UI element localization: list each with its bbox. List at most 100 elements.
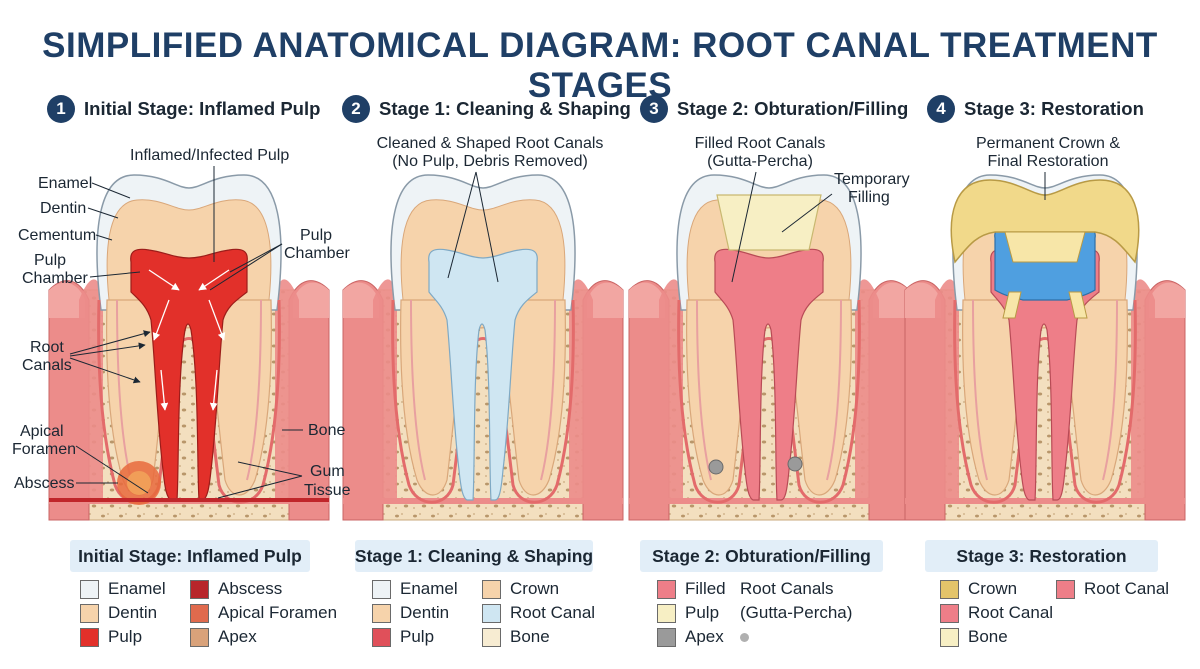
legend-swatch bbox=[940, 579, 959, 599]
legend-item bbox=[740, 626, 749, 648]
legend-label: (Gutta-Percha) bbox=[740, 603, 853, 622]
legend-swatch bbox=[190, 603, 209, 623]
legend-swatch bbox=[190, 579, 209, 599]
stage-title: Stage 1: Cleaning & Shaping bbox=[379, 98, 631, 119]
legend-swatch bbox=[80, 603, 99, 623]
temporary-filling bbox=[716, 194, 822, 251]
legend-item: Pulp bbox=[372, 626, 434, 648]
legend-item: Apex bbox=[190, 626, 257, 648]
legend-label: Root Canal bbox=[1084, 579, 1170, 598]
legend-swatch bbox=[657, 603, 676, 623]
gray-dot-icon bbox=[740, 632, 749, 642]
legend-label: Enamel bbox=[108, 579, 166, 598]
legend-item: Enamel bbox=[80, 578, 166, 600]
legend-swatch bbox=[80, 579, 99, 599]
label-root-canals-1: Root bbox=[30, 339, 64, 356]
label-abscess: Abscess bbox=[14, 475, 74, 492]
stage-number-badge: 1 bbox=[47, 95, 75, 123]
legend-label: Root Canal bbox=[510, 603, 596, 622]
label-crown-2: Final Restoration bbox=[988, 153, 1109, 170]
legend-swatch bbox=[190, 627, 209, 647]
label-cleaned-1: Cleaned & Shaped Root Canals bbox=[377, 135, 604, 152]
tooth-inflamed bbox=[47, 173, 331, 522]
legend-label: Pulp bbox=[108, 627, 143, 646]
legend-item: Pulp bbox=[80, 626, 142, 648]
legend-label: Bone bbox=[968, 627, 1008, 646]
legend-label: Pulp bbox=[685, 603, 720, 622]
legend-swatch bbox=[657, 627, 676, 647]
label-inflamed-pulp: Inflamed/Infected Pulp bbox=[130, 147, 289, 164]
legend-swatch bbox=[482, 627, 501, 647]
legend-item: Apical Foramen bbox=[190, 602, 337, 624]
legend-label: Dentin bbox=[108, 603, 158, 622]
stage-2-heading: 2 Stage 1: Cleaning & Shaping bbox=[342, 94, 631, 124]
label-gum-tissue-2: Tissue bbox=[304, 482, 351, 499]
stage-4-labels: Permanent Crown & Final Restoration bbox=[976, 135, 1120, 200]
legend-swatch bbox=[940, 627, 959, 647]
stage-title: Initial Stage: Inflamed Pulp bbox=[84, 98, 321, 119]
legend-label: Filled bbox=[685, 579, 726, 598]
legend-item: Root Canal bbox=[1056, 578, 1169, 600]
label-gum-tissue-1: Gum bbox=[310, 463, 345, 480]
legend-swatch bbox=[482, 579, 501, 599]
tooth-diagram: Inflamed/Infected Pulp Enamel Dentin Cem… bbox=[12, 135, 1187, 522]
legend-label: Apical Foramen bbox=[218, 603, 338, 622]
legend-swatch bbox=[372, 579, 391, 599]
stage-3-labels: Filled Root Canals (Gutta-Percha) Tempor… bbox=[695, 135, 910, 283]
stage-number-badge: 4 bbox=[927, 95, 955, 123]
label-crown-1: Permanent Crown & bbox=[976, 135, 1120, 152]
legend-item: Apex bbox=[657, 626, 724, 648]
permanent-crown bbox=[950, 179, 1140, 264]
label-pulp-chamber-right-1: Pulp bbox=[300, 227, 332, 244]
label-dentin: Dentin bbox=[40, 200, 86, 217]
legend-item: Root Canal bbox=[482, 602, 595, 624]
stage-caption: Stage 2: Obturation/Filling bbox=[640, 540, 883, 572]
legend-label: Dentin bbox=[400, 603, 450, 622]
stage-2-labels: Cleaned & Shaped Root Canals (No Pulp, D… bbox=[377, 135, 604, 283]
legend-item: Root Canals bbox=[740, 578, 834, 600]
stage-number-badge: 2 bbox=[342, 95, 370, 123]
label-cementum: Cementum bbox=[18, 227, 96, 244]
stage-caption: Stage 1: Cleaning & Shaping bbox=[355, 540, 593, 572]
legend-swatch bbox=[657, 579, 676, 599]
legend-label: Crown bbox=[510, 579, 560, 598]
label-pulp-chamber-left-2: Chamber bbox=[22, 270, 88, 287]
legend-item: Pulp bbox=[657, 602, 719, 624]
legend-item: Enamel bbox=[372, 578, 458, 600]
legend-label: Crown bbox=[968, 579, 1018, 598]
stage-number-badge: 3 bbox=[640, 95, 668, 123]
label-root-canals-2: Canals bbox=[22, 357, 72, 374]
label-bone: Bone bbox=[308, 422, 345, 439]
legend-swatch bbox=[1056, 579, 1075, 599]
label-filled-2: (Gutta-Percha) bbox=[707, 153, 813, 170]
label-apical-foramen-2: Foramen bbox=[12, 441, 76, 458]
legend-swatch bbox=[940, 603, 959, 623]
legend-item: Filled bbox=[657, 578, 726, 600]
label-temporary-2: Filling bbox=[848, 189, 890, 206]
legend-item: Dentin bbox=[372, 602, 449, 624]
page-title: SIMPLIFIED ANATOMICAL DIAGRAM: ROOT CANA… bbox=[42, 26, 1158, 105]
label-filled-1: Filled Root Canals bbox=[695, 135, 826, 152]
legend-item: Bone bbox=[940, 626, 1008, 648]
stage-caption: Initial Stage: Inflamed Pulp bbox=[70, 540, 310, 572]
legend-item: Dentin bbox=[80, 602, 157, 624]
label-pulp-chamber-right-2: Chamber bbox=[284, 245, 350, 262]
legend-label: Apex bbox=[218, 627, 257, 646]
legend-swatch bbox=[372, 627, 391, 647]
legend-item: Crown bbox=[482, 578, 559, 600]
stage-title: Stage 2: Obturation/Filling bbox=[677, 98, 909, 119]
legend-item: (Gutta-Percha) bbox=[740, 602, 852, 624]
legend-item: Abscess bbox=[190, 578, 282, 600]
stage-1-labels: Inflamed/Infected Pulp Enamel Dentin Cem… bbox=[12, 147, 351, 499]
legend-label: Pulp bbox=[400, 627, 435, 646]
legend-label: Root Canals bbox=[740, 579, 834, 598]
stage-3-heading: 3 Stage 2: Obturation/Filling bbox=[640, 94, 908, 124]
stage-title: Stage 3: Restoration bbox=[964, 98, 1144, 119]
tooth-filled bbox=[627, 173, 911, 522]
label-enamel: Enamel bbox=[38, 175, 92, 192]
legend-item: Crown bbox=[940, 578, 1017, 600]
legend-label: Bone bbox=[510, 627, 550, 646]
stage-caption: Stage 3: Restoration bbox=[925, 540, 1158, 572]
legend-item: Root Canal bbox=[940, 602, 1053, 624]
label-temporary-1: Temporary bbox=[834, 171, 910, 188]
